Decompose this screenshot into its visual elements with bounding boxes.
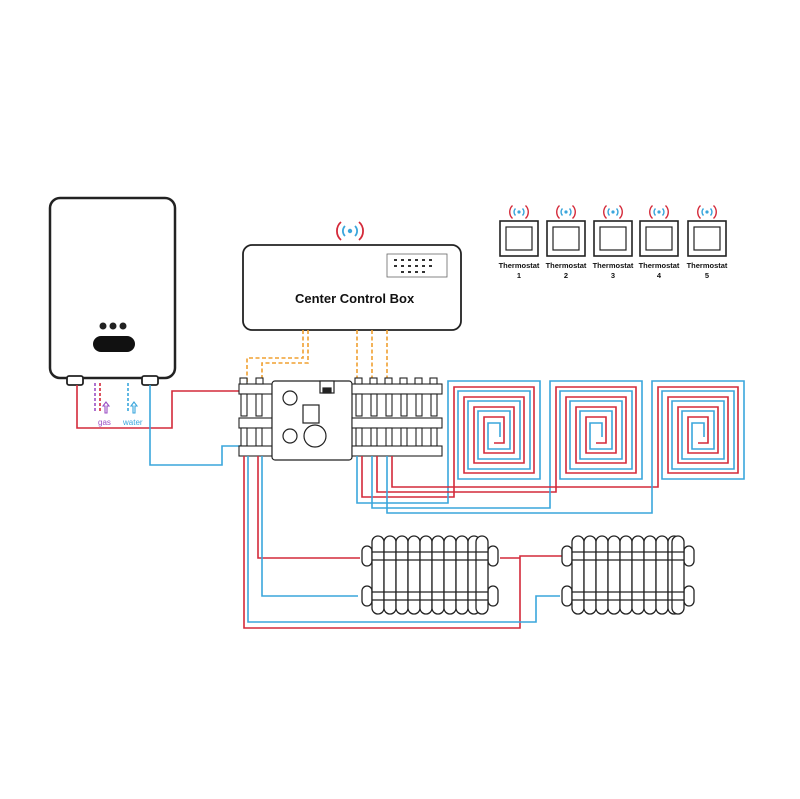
radiator-2 [561, 535, 695, 615]
control-box-wifi-icon [336, 221, 364, 241]
thermostat-1: Thermostat 1 [499, 204, 540, 280]
thermostat-wifi-icon [509, 204, 529, 220]
thermostat-screen [645, 226, 673, 251]
boiler-indicator-light [99, 322, 107, 330]
control-box-led-row [394, 259, 432, 273]
floor-loop-hot [391, 386, 739, 488]
right-manifold [351, 377, 443, 457]
boiler-foot-left [66, 375, 84, 386]
boiler-foot-right [141, 375, 159, 386]
thermostat-wifi-icon [556, 204, 576, 220]
thermostat-label: Thermostat [639, 261, 680, 270]
thermostat-number: 5 [705, 271, 709, 280]
floor-loop-cold [356, 380, 541, 504]
radiator-1 [361, 535, 499, 615]
boiler-indicator-light [119, 322, 127, 330]
radiator-supply-pipe [257, 456, 360, 559]
thermostats: Thermostat 1 Thermostat 2 [499, 204, 728, 280]
boiler-indicator-light [109, 322, 117, 330]
thermostat-number: 1 [517, 271, 521, 280]
thermostat-number: 3 [611, 271, 615, 280]
thermostat-3: Thermostat 3 [593, 204, 634, 280]
thermostat-number: 4 [657, 271, 662, 280]
thermostat-4: Thermostat 4 [639, 204, 680, 280]
thermostat-wifi-icon [603, 204, 623, 220]
pump-group [271, 380, 353, 461]
control-box-title: Center Control Box [295, 291, 415, 306]
gas-label: gas [98, 418, 111, 427]
boiler-supply-pipe [76, 385, 240, 429]
radiator-pipes [243, 456, 562, 629]
thermostat-5: Thermostat 5 [687, 204, 728, 280]
radiator-return-pipe [261, 456, 358, 597]
thermostat-label: Thermostat [687, 261, 728, 270]
boiler-return-pipe [149, 385, 242, 466]
thermostat-2: Thermostat 2 [546, 204, 587, 280]
floor-loop-2 [371, 380, 643, 509]
water-label: water [122, 418, 143, 427]
thermostat-number: 2 [564, 271, 568, 280]
thermostat-label: Thermostat [593, 261, 634, 270]
thermostat-screen [552, 226, 580, 251]
control-signal-wires [246, 330, 388, 383]
thermostat-label: Thermostat [499, 261, 540, 270]
floor-loop-1 [356, 380, 541, 504]
water-arrow-icon [129, 401, 139, 414]
floor-loop-hot [361, 386, 535, 498]
floor-loop-hot [376, 386, 637, 493]
floor-loop-3 [386, 380, 745, 514]
thermostat-wifi-icon [649, 204, 669, 220]
radiator-supply-pipe [243, 456, 562, 629]
radiator-return-pipe [247, 456, 560, 623]
boiler-display [93, 336, 135, 352]
boiler-body [48, 196, 177, 380]
thermostat-wifi-icon [697, 204, 717, 220]
thermostat-screen [693, 226, 721, 251]
gas-arrow-icon [101, 401, 111, 414]
thermostat-screen [505, 226, 533, 251]
boiler: gas water [48, 196, 177, 427]
left-manifold [238, 377, 273, 457]
floor-loop-cold [386, 380, 745, 514]
center-control-box: Center Control Box [242, 221, 462, 331]
thermostat-screen [599, 226, 627, 251]
floor-loop-cold [371, 380, 643, 509]
thermostat-label: Thermostat [546, 261, 587, 270]
